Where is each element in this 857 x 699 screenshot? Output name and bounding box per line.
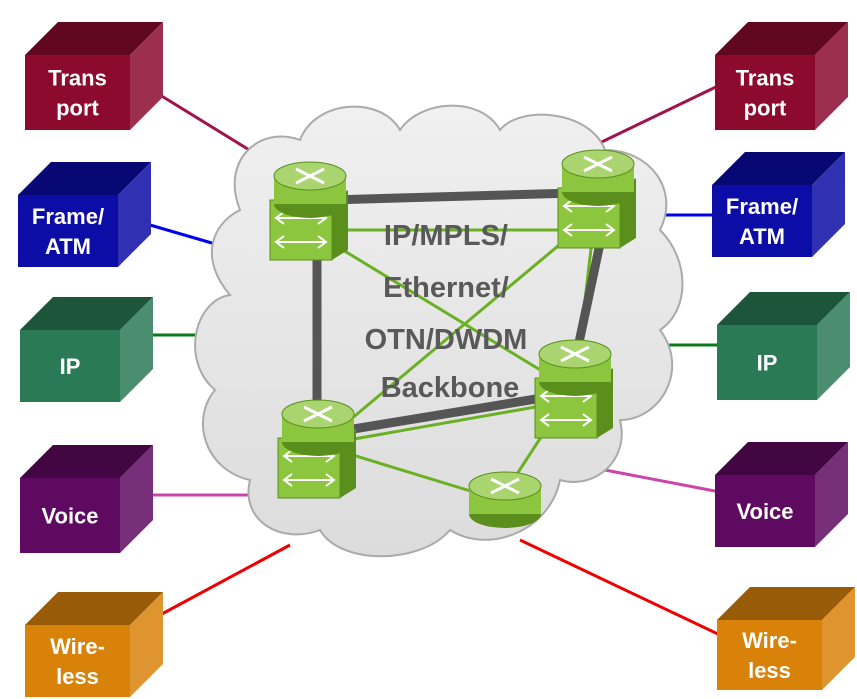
router-top-right (557, 149, 636, 249)
cube-side-face (130, 22, 163, 130)
cube-front-face (20, 330, 120, 402)
access-link (319, 213, 596, 447)
cube-front-face (25, 55, 130, 130)
router-mid-right (534, 339, 613, 439)
cube-label: less (748, 658, 791, 683)
cube-label: Trans (48, 66, 107, 91)
cube-front-face (715, 55, 815, 130)
access-link (309, 228, 566, 387)
cube-side-face (118, 162, 151, 267)
cube-label: Wire- (50, 634, 105, 659)
cube-label: Wire- (742, 628, 797, 653)
link-right-voice (604, 468, 721, 494)
cube-label: less (56, 664, 99, 689)
cube-top-face (20, 297, 153, 330)
cube-top-face (18, 162, 151, 195)
cube-side-face (812, 152, 845, 257)
cube-label: Frame/ (32, 204, 104, 229)
cube-side-face (120, 297, 153, 402)
core-link (329, 188, 576, 205)
router-bottom-left (277, 399, 356, 499)
cube-side-face (815, 22, 848, 130)
core-link (334, 390, 561, 437)
left-transport-cube: Trans port (25, 22, 163, 130)
cube-top-face (715, 22, 848, 55)
cube-top-face (712, 152, 845, 185)
right-transport-cube: Trans port (715, 22, 848, 130)
backbone-label-line: IP/MPLS/ (384, 220, 508, 252)
backbone-label-line: Ethernet/ (383, 272, 509, 304)
cube-label: port (744, 96, 787, 121)
link-right-wireless (519, 538, 721, 637)
cube-side-face (130, 592, 163, 697)
cube-top-face (717, 587, 855, 620)
cube-label: port (56, 96, 99, 121)
right-wireless-cube: Wire-less (717, 587, 855, 690)
router-arrows-icon (560, 345, 590, 363)
cube-side-face (815, 442, 848, 547)
cube-side-face (817, 292, 850, 400)
router-arrows-icon (303, 405, 333, 423)
router-arrows-icon (583, 155, 613, 173)
right-frame-atm-cube: Frame/ATM (712, 152, 845, 257)
backbone-label-line: OTN/DWDM (365, 324, 528, 356)
cube-top-face (20, 445, 153, 478)
access-link (319, 398, 576, 447)
link-left-wireless (159, 543, 291, 617)
backbone-label: IP/MPLS/ Ethernet/ OTN/DWDM Backbone (365, 220, 536, 404)
cube-label: Trans (736, 66, 795, 91)
switch-arrows (282, 473, 336, 487)
right-ip-cube: IP (717, 292, 850, 400)
router-bottom-center (468, 471, 542, 528)
router-arrows-icon (295, 167, 325, 185)
left-ip-cube: IP (20, 297, 153, 402)
routers (269, 149, 636, 528)
cube-top-face (717, 292, 850, 325)
cube-label: Voice (736, 499, 793, 524)
right-voice-cube: Voice (715, 442, 848, 547)
cube-side-face (120, 445, 153, 553)
cube-label: Voice (41, 504, 98, 529)
cube-label: ATM (739, 224, 785, 249)
cube-top-face (25, 592, 163, 625)
cube-label: ATM (45, 234, 91, 259)
left-voice-cube: Voice (20, 445, 153, 553)
cube-side-face (822, 587, 855, 690)
cube-label: IP (757, 351, 778, 376)
left-frame-atm-cube: Frame/ATM (18, 162, 151, 267)
left-wireless-cube: Wire-less (25, 592, 163, 697)
link-right-transport (584, 83, 721, 152)
backbone-label-line: Backbone (381, 372, 520, 404)
cube-front-face (18, 195, 118, 267)
cube-front-face (20, 478, 120, 553)
cube-top-face (25, 22, 163, 55)
cube-label: Frame/ (726, 194, 798, 219)
cube-front-face (717, 620, 822, 690)
switch-arrows (539, 413, 593, 427)
cube-label: IP (60, 354, 81, 379)
cube-front-face (712, 185, 812, 257)
switch-arrows (562, 223, 616, 237)
router-arrows-icon (490, 477, 520, 495)
cube-front-face (715, 475, 815, 547)
cube-front-face (25, 625, 130, 697)
router-top-left (269, 161, 348, 261)
cube-front-face (717, 325, 817, 400)
cube-top-face (715, 442, 848, 475)
switch-arrows (274, 235, 328, 249)
